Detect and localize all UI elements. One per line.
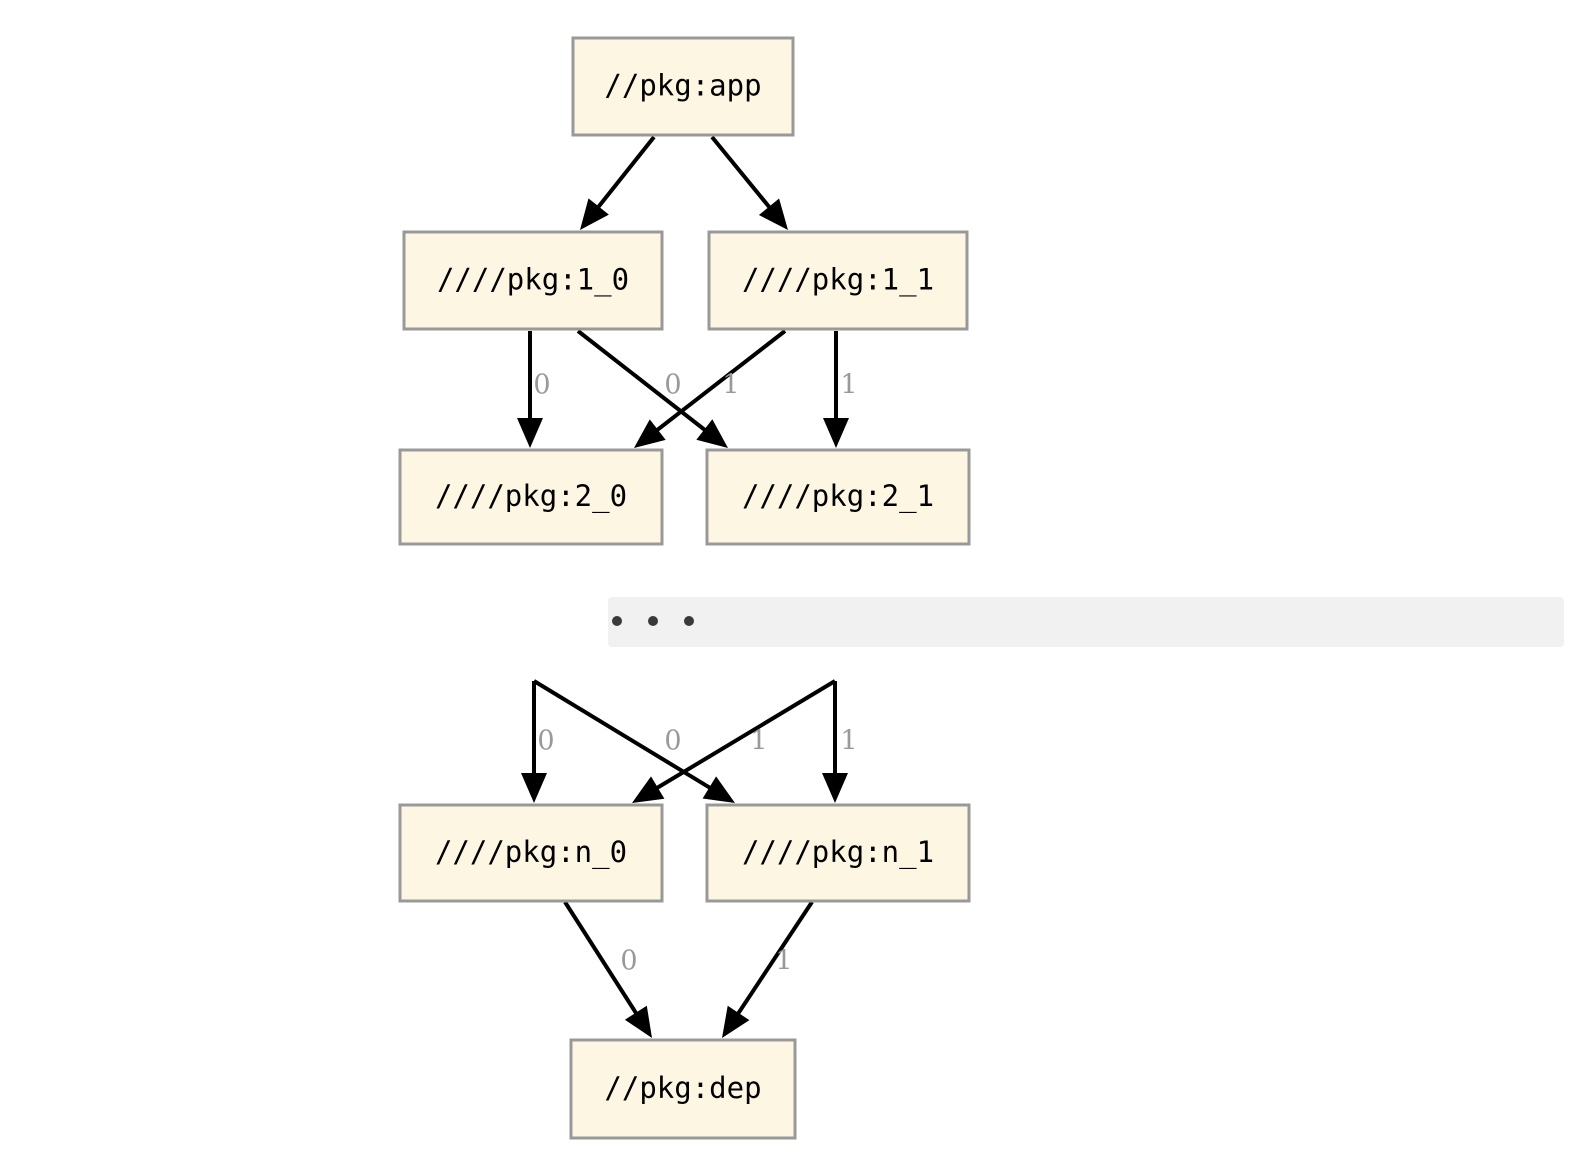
node-label: ////pkg:1_1: [742, 263, 934, 298]
edge-1_0-to-2_0: 0: [517, 331, 551, 448]
edge-arrowhead: [580, 198, 609, 230]
edge-arrowhead: [521, 773, 547, 803]
node-label: //pkg:app: [604, 69, 761, 103]
edge-app-to-1_1: [710, 135, 788, 230]
edge-cut-to-n_0: 0: [521, 681, 555, 803]
edge-label: 1: [840, 370, 857, 401]
node-n_1[interactable]: ////pkg:n_1: [705, 803, 971, 903]
edge-1_1-to-2_1: 1: [823, 331, 858, 448]
node-box[interactable]: [705, 803, 971, 903]
node-label: ////pkg:2_0: [435, 479, 627, 514]
node-box[interactable]: [705, 448, 971, 546]
node-box[interactable]: [402, 230, 664, 331]
edge-label: 0: [664, 726, 681, 757]
node-label: ////pkg:n_0: [435, 835, 627, 870]
ellipsis-dot-2: [684, 616, 694, 626]
edge-arrowhead: [632, 776, 665, 803]
edge-cut-to-n_1: 0: [532, 679, 735, 803]
node-dep[interactable]: //pkg:dep: [569, 1038, 797, 1140]
edge-label: 0: [620, 946, 637, 977]
edge-arrowhead: [758, 198, 788, 230]
node-box[interactable]: [569, 1038, 797, 1140]
edge-1_1-to-2_0: 1: [634, 329, 787, 448]
edge-label: 0: [664, 370, 681, 401]
node-app[interactable]: //pkg:app: [571, 36, 795, 137]
node-label: ////pkg:n_1: [742, 835, 934, 870]
edge-line: [710, 135, 775, 213]
edge-arrowhead: [517, 418, 543, 448]
edge-label: 0: [533, 370, 550, 401]
edge-label: 1: [750, 726, 767, 757]
edge-arrowhead: [634, 419, 666, 448]
edge-label: 1: [775, 946, 792, 977]
ellipsis-dot-1: [648, 616, 658, 626]
edge-app-to-1_0: [580, 135, 656, 230]
edge-line: [532, 679, 716, 793]
edge-n_0-to-dep: 0: [563, 900, 652, 1038]
ellipsis-band-background: [608, 597, 1564, 647]
edge-line: [651, 329, 787, 435]
edge-label: 0: [537, 726, 554, 757]
edge-cut-to-n_0: 1: [632, 679, 837, 803]
edge-arrowhead: [722, 1005, 750, 1038]
edge-label: 1: [840, 726, 857, 757]
node-box[interactable]: [398, 803, 664, 903]
node-1_1[interactable]: ////pkg:1_1: [707, 230, 969, 331]
node-label: ////pkg:2_1: [742, 479, 934, 514]
edge-cut-to-n_1: 1: [822, 681, 858, 803]
node-1_0[interactable]: ////pkg:1_0: [402, 230, 664, 331]
edge-1_0-to-2_1: 0: [576, 329, 728, 448]
edge-arrowhead: [624, 1005, 652, 1038]
node-label: //pkg:dep: [604, 1071, 761, 1105]
edge-line: [576, 329, 711, 435]
edge-n_1-to-dep: 1: [722, 900, 814, 1038]
edge-line: [593, 135, 656, 213]
edge-arrowhead: [696, 419, 728, 448]
node-label: ////pkg:1_0: [437, 263, 629, 298]
ellipsis-dot-0: [612, 616, 622, 626]
node-2_0[interactable]: ////pkg:2_0: [398, 448, 664, 546]
node-n_0[interactable]: ////pkg:n_0: [398, 803, 664, 903]
node-box[interactable]: [571, 36, 795, 137]
ellipsis-separator: [608, 597, 1564, 647]
edge-arrowhead: [822, 773, 848, 803]
edge-label: 1: [722, 370, 739, 401]
node-box[interactable]: [398, 448, 664, 546]
edge-line: [651, 679, 837, 793]
edge-arrowhead: [823, 418, 849, 448]
edge-line: [733, 900, 814, 1020]
node-box[interactable]: [707, 230, 969, 331]
edge-arrowhead: [702, 776, 735, 803]
node-2_1[interactable]: ////pkg:2_1: [705, 448, 971, 546]
edge-line: [563, 900, 641, 1019]
